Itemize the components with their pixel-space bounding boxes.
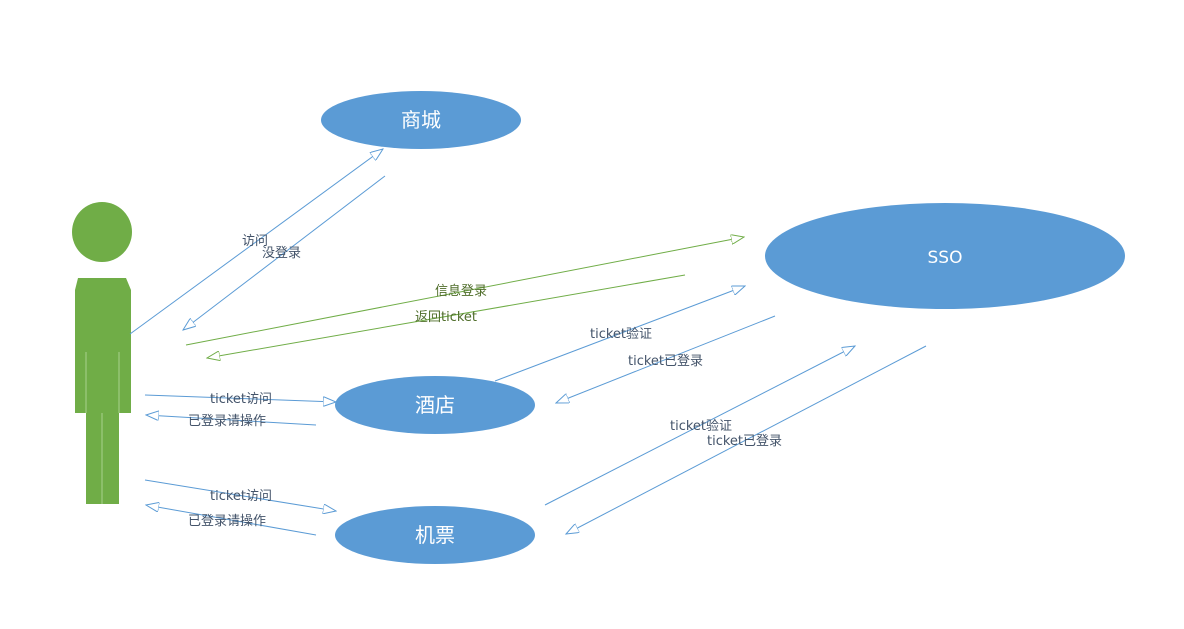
node-mall[interactable]: 商城 [321, 91, 521, 149]
edge-flight-ticket-verify-label: ticket验证 [670, 418, 732, 434]
edge-flight-ticket-verify-arrow [544, 346, 855, 506]
edge-flight-ticket-logged-in-arrow [566, 345, 927, 534]
edge-visit-mall-arrow [129, 149, 383, 335]
edge-flight-logged-in-please-operate-label: 已登录请操作 [188, 513, 266, 529]
node-sso[interactable]: SSO [765, 203, 1125, 309]
edge-hotel-logged-in-please-operate-label: 已登录请操作 [188, 413, 266, 429]
edge-not-logged-in-label: 没登录 [262, 246, 301, 261]
edge-not-logged-in-arrow [183, 175, 386, 330]
node-hotel[interactable]: 酒店 [335, 376, 535, 434]
edge-flight-ticket-logged-in-label: ticket已登录 [707, 434, 782, 449]
edge-hotel-ticket-verify-arrow [494, 286, 745, 382]
edge-hotel-ticket-logged-in-arrow [556, 315, 776, 403]
node-flight-ticket[interactable]: 机票 [335, 506, 535, 564]
user-actor-figure [72, 202, 132, 504]
actor-head [72, 202, 132, 262]
edge-flight-ticket-visit-arrow [144, 479, 336, 511]
node-mall-label: 商城 [401, 108, 441, 132]
node-hotel-label: 酒店 [415, 393, 455, 417]
edge-flight-logged-in-please-operate-arrow [146, 505, 317, 536]
actor-body [75, 278, 131, 504]
edge-flight-ticket-visit-label: ticket访问 [210, 489, 272, 504]
edge-hotel-ticket-visit-label: ticket访问 [210, 392, 272, 407]
edge-info-login-arrow [185, 237, 744, 346]
edge-info-login-label: 信息登录 [435, 283, 487, 299]
edge-hotel-logged-in-please-operate-arrow [146, 415, 317, 426]
node-sso-label: SSO [928, 248, 963, 268]
node-flight-ticket-label: 机票 [415, 523, 455, 547]
edge-visit-label: 访问 [242, 234, 268, 249]
edge-hotel-ticket-visit-arrow [144, 394, 336, 402]
edge-return-ticket-label: 返回ticket [415, 310, 477, 325]
edge-hotel-ticket-logged-in-label: ticket已登录 [628, 354, 703, 369]
edge-return-ticket-arrow [207, 274, 686, 358]
edge-hotel-ticket-verify-label: ticket验证 [590, 326, 652, 342]
